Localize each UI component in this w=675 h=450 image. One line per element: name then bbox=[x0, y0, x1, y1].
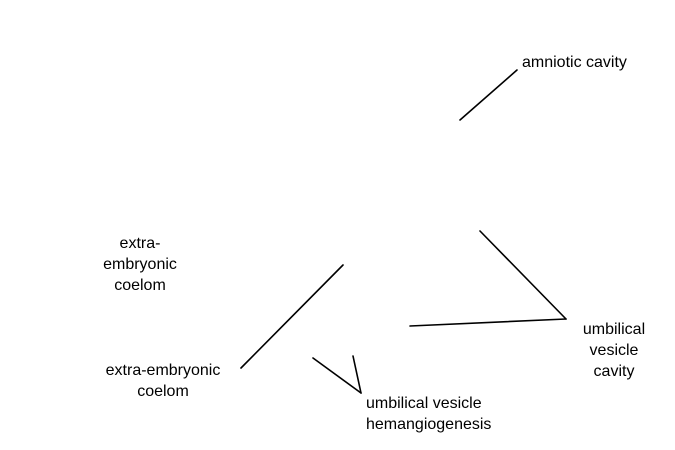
label-extra-embryonic-coelom-lower: extra-embryonic coelom bbox=[105, 362, 221, 400]
label-umbilical-vesicle-cavity: umbilical vesicle cavity bbox=[582, 321, 646, 380]
leader-line-umbilical-vesicle-cavity-upper bbox=[479, 230, 567, 320]
label-extra-embryonic-coelom-upper: extra- embryonic coelom bbox=[103, 235, 177, 294]
leader-line-hemangiogenesis-left bbox=[312, 357, 362, 394]
label-umbilical-vesicle-hemangiogenesis: umbilical vesicle hemangiogenesis bbox=[366, 395, 492, 433]
leader-line-extra-embryonic-coelom bbox=[240, 264, 344, 369]
label-amniotic-cavity: amniotic cavity bbox=[522, 54, 627, 71]
leader-line-umbilical-vesicle-cavity-lower bbox=[409, 318, 567, 327]
leader-line-hemangiogenesis-right bbox=[352, 355, 362, 394]
leader-line-amniotic-cavity bbox=[459, 69, 518, 121]
